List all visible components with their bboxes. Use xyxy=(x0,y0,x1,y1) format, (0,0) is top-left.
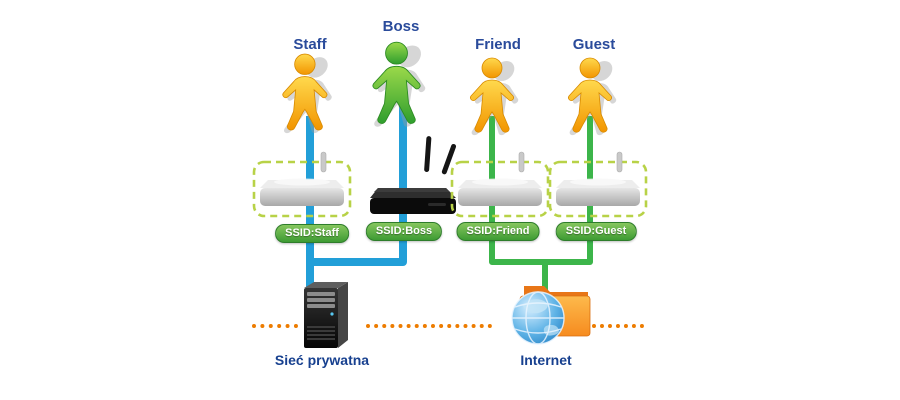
dotted-line-middle xyxy=(366,324,492,328)
person-guest-icon xyxy=(568,57,617,136)
person-boss-icon xyxy=(372,41,426,127)
router-antenna xyxy=(518,151,525,173)
router-highlight xyxy=(472,178,528,186)
virtual-router-dashed-border xyxy=(252,160,352,218)
server-side xyxy=(338,282,348,348)
dotted-line-right xyxy=(592,324,644,328)
router-highlight xyxy=(274,178,330,186)
user-label-boss: Boss xyxy=(382,18,420,35)
globe xyxy=(511,291,565,345)
virtual-router-friend-icon xyxy=(450,151,550,218)
router-front-detail xyxy=(428,203,446,206)
server-power-led xyxy=(330,312,334,316)
server-top xyxy=(304,282,348,288)
virtual-router-dashed-border xyxy=(450,160,550,218)
router-antenna xyxy=(616,151,623,173)
virtual-router-staff-icon xyxy=(252,151,352,218)
internet-label: Internet xyxy=(520,352,572,368)
boss-to-private-network-line xyxy=(310,106,407,266)
ssid-badge-guest: SSID:Guest xyxy=(555,222,637,241)
router-boss-icon xyxy=(370,136,457,214)
user-label-friend: Friend xyxy=(475,36,521,53)
internet-icon xyxy=(511,286,591,345)
router-antenna xyxy=(320,151,327,173)
user-label-guest: Guest xyxy=(572,36,616,53)
person-staff-icon xyxy=(282,53,332,134)
virtual-router-dashed-border xyxy=(548,160,648,218)
user-label-staff: Staff xyxy=(293,36,327,53)
guest-to-internet-line xyxy=(545,116,593,265)
dotted-line-left xyxy=(252,324,298,328)
router-body xyxy=(458,188,542,206)
server-drive-bays xyxy=(307,292,335,308)
server-vents xyxy=(307,326,335,340)
router-antennas xyxy=(424,136,457,175)
virtual-router-guest-icon xyxy=(548,151,648,218)
server-icon xyxy=(304,282,348,348)
ssid-badge-boss: SSID:Boss xyxy=(365,222,443,241)
router-highlight xyxy=(570,178,626,186)
router-body xyxy=(370,198,456,214)
router-body xyxy=(556,188,640,206)
person-friend-icon xyxy=(470,57,519,136)
ssid-badge-staff: SSID:Staff xyxy=(275,224,349,243)
router-body xyxy=(260,188,344,206)
router-top-highlight xyxy=(374,188,450,192)
ssid-badge-friend: SSID:Friend xyxy=(456,222,540,241)
server-front xyxy=(304,288,338,348)
private-network-label: Sieć prywatna xyxy=(274,352,370,368)
